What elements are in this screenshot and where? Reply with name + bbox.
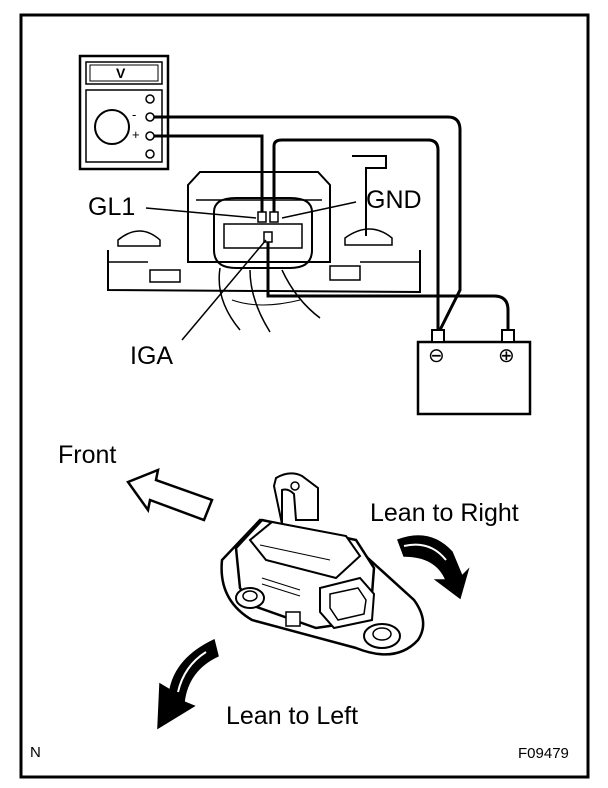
wire-meter-plus-gl1 <box>154 134 264 212</box>
leader-gnd <box>281 201 357 219</box>
outer-border <box>19 13 590 779</box>
figure-code: F09479 <box>518 745 569 762</box>
meter-terminal-minus <box>145 112 155 122</box>
meter-minus-label: - <box>132 107 137 122</box>
leader-iga <box>181 239 267 341</box>
lean-right-arrow-icon <box>397 535 470 600</box>
wire-meter-minus <box>154 115 462 331</box>
leader-gl1 <box>145 207 257 219</box>
label-gl1: GL1 <box>88 193 136 221</box>
meter-terminal-plus <box>145 131 155 141</box>
sensor-assembly-top <box>107 155 421 333</box>
lean-left-arrow-icon <box>157 638 219 730</box>
corner-mark: N <box>30 744 41 761</box>
meter-plus-label: + <box>132 127 140 142</box>
battery <box>416 329 532 416</box>
meter-dial <box>94 109 130 145</box>
label-gnd: GND <box>366 186 422 214</box>
meter-display-label: V <box>116 65 126 81</box>
leader-lines <box>145 201 357 341</box>
wires <box>154 115 510 332</box>
voltmeter <box>78 54 170 171</box>
battery-negative-label: ⊖ <box>428 345 445 367</box>
label-lean-left: Lean to Left <box>226 702 359 730</box>
meter-terminal-4 <box>145 149 155 159</box>
label-lean-right: Lean to Right <box>370 499 519 527</box>
label-front: Front <box>58 441 117 469</box>
front-arrow-icon <box>126 467 214 522</box>
wire-iga-battery-pos <box>266 242 510 332</box>
yaw-rate-sensor <box>220 472 425 656</box>
wire-gnd-battery-neg <box>272 138 440 330</box>
meter-terminal-1 <box>145 94 155 104</box>
battery-positive-label: ⊕ <box>498 345 515 367</box>
label-iga: IGA <box>130 342 174 370</box>
